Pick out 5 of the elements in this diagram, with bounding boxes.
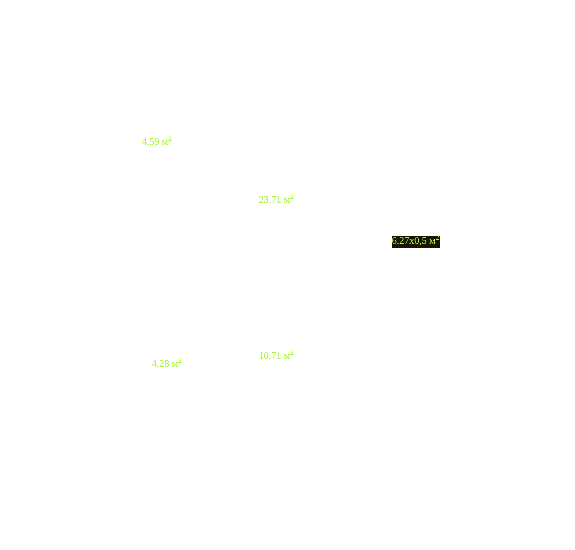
area-label: 23,71 м$^{2}$ [259, 195, 294, 207]
area-label: 6,27x0,5 м$^{2}$ [392, 236, 440, 248]
area-label: 10,71 м$^{2}$ [259, 351, 294, 363]
area-label: 4,28 м$^{2}$ [152, 359, 182, 371]
area-label: 4,59 м$^{2}$ [142, 137, 172, 149]
